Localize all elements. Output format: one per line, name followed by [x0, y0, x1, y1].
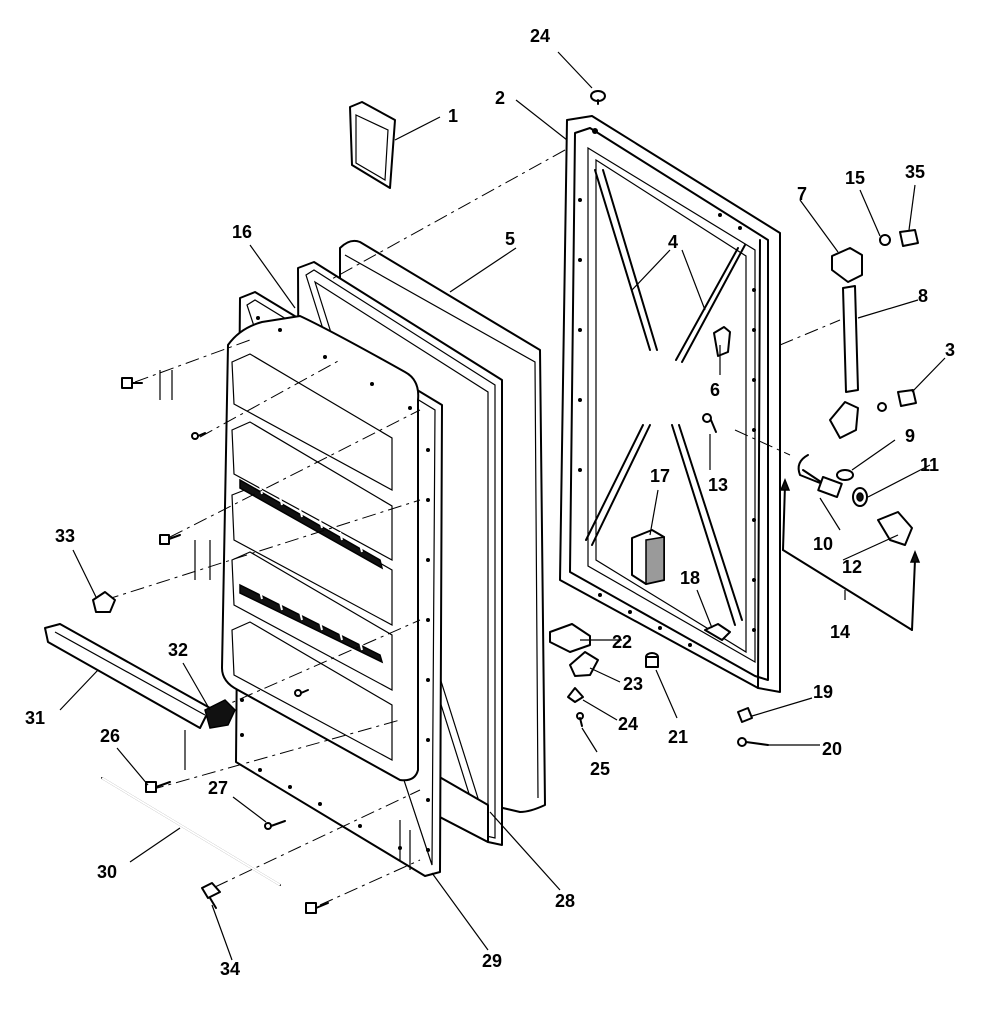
callout-29: 29 — [482, 951, 502, 971]
washer-11 — [852, 487, 868, 507]
callout-8: 8 — [918, 286, 928, 306]
handle-block-17 — [631, 529, 665, 585]
callout-26: 26 — [100, 726, 120, 746]
callout-2: 2 — [495, 88, 505, 108]
assembly-lines — [104, 149, 841, 906]
callout-12: 12 — [842, 557, 862, 577]
screw-left-top — [121, 377, 143, 389]
rod-8 — [842, 285, 859, 393]
callout-10: 10 — [813, 534, 833, 554]
plug-3 — [897, 389, 917, 407]
clip-9 — [836, 469, 854, 481]
label-plate-1 — [349, 101, 396, 189]
callout-9: 9 — [905, 426, 915, 446]
callout-27: 27 — [208, 778, 228, 798]
screw-24-top — [590, 90, 606, 105]
callout-16: 16 — [232, 222, 252, 242]
callout-15: 15 — [845, 168, 865, 188]
screw-24-bottom — [567, 687, 584, 703]
callout-3: 3 — [945, 340, 955, 360]
callout-11: 11 — [920, 455, 939, 475]
hinge-bracket-lower — [829, 401, 859, 439]
callout-24-top: 24 — [530, 26, 550, 46]
screw-bottom — [305, 902, 329, 914]
callout-32: 32 — [168, 640, 188, 660]
lock-assembly-14 — [779, 477, 921, 631]
callout-23: 23 — [623, 674, 643, 694]
screw-left-4 — [294, 689, 309, 697]
screw-13 — [702, 413, 717, 433]
callout-7: 7 — [797, 184, 807, 204]
nut-19 — [737, 707, 753, 723]
callout-13: 13 — [708, 475, 728, 495]
lock-key-12 — [877, 511, 913, 546]
bracket-6 — [713, 326, 731, 357]
screw-15 — [879, 234, 891, 246]
callout-34: 34 — [220, 959, 240, 979]
callout-28: 28 — [555, 891, 575, 911]
callout-21: 21 — [668, 727, 688, 747]
trim-bar-31 — [44, 623, 211, 729]
screw-26 — [145, 781, 171, 793]
rod-30 — [101, 777, 281, 886]
callout-30: 30 — [97, 862, 117, 882]
callout-5: 5 — [505, 229, 515, 249]
stop-21 — [645, 652, 659, 668]
screw-34 — [201, 882, 221, 909]
callout-33: 33 — [55, 526, 75, 546]
latch-10 — [797, 454, 843, 498]
callout-6: 6 — [710, 380, 720, 400]
callout-14: 14 — [830, 622, 850, 642]
callout-35: 35 — [905, 162, 925, 182]
screw-left-3 — [191, 432, 206, 440]
clip-18 — [704, 623, 731, 641]
callout-17: 17 — [650, 466, 670, 486]
callout-20: 20 — [822, 739, 842, 759]
callout-18: 18 — [680, 568, 700, 588]
callout-1: 1 — [448, 106, 458, 126]
leader-lines — [59, 51, 946, 961]
screw-27 — [264, 820, 286, 830]
callout-4: 4 — [668, 232, 678, 252]
end-cap-32 — [204, 699, 236, 729]
clip-33 — [92, 591, 116, 613]
hinge-22 — [549, 623, 591, 653]
hinge-bracket-7 — [831, 247, 863, 283]
callout-31: 31 — [25, 708, 45, 728]
screw-small — [877, 402, 887, 412]
callout-22: 22 — [612, 632, 632, 652]
screw-left-2 — [159, 534, 181, 545]
callout-19: 19 — [813, 682, 833, 702]
screw-20 — [737, 737, 769, 747]
hinge-23 — [569, 651, 599, 677]
plug-35 — [899, 229, 919, 247]
inner-door-liner — [221, 291, 443, 877]
callout-24-bottom: 24 — [618, 714, 638, 734]
outer-door-panel — [559, 115, 781, 693]
screw-25 — [576, 712, 584, 727]
callout-25: 25 — [590, 759, 610, 779]
callout-labels: 1 2 3 4 5 6 7 8 9 10 11 12 13 14 15 16 1… — [25, 26, 955, 979]
